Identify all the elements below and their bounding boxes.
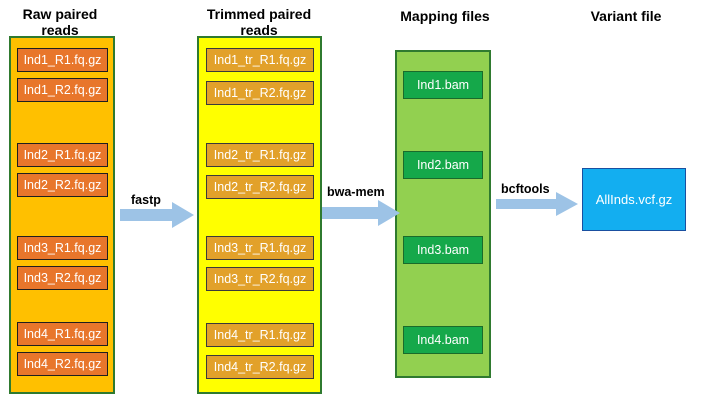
raw-file: Ind2_R2.fq.gz: [17, 173, 108, 197]
arrow-bwa-mem: [322, 200, 400, 226]
bam-file: Ind2.bam: [403, 151, 483, 179]
tool-label-bwa-mem: bwa-mem: [327, 185, 385, 199]
bam-file: Ind1.bam: [403, 71, 483, 99]
tool-label-bcftools: bcftools: [501, 182, 550, 196]
raw-file: Ind1_R1.fq.gz: [17, 48, 108, 72]
header-raw-line2: reads: [41, 22, 79, 38]
bam-file: Ind3.bam: [403, 236, 483, 264]
trimmed-file: Ind2_tr_R2.fq.gz: [206, 175, 314, 199]
raw-file: Ind4_R2.fq.gz: [17, 352, 108, 376]
trimmed-file: Ind3_tr_R1.fq.gz: [206, 236, 314, 260]
raw-file: Ind3_R1.fq.gz: [17, 236, 108, 260]
header-raw-reads: Raw paired reads: [8, 6, 112, 38]
header-trimmed-line2: reads: [240, 22, 278, 38]
raw-file: Ind2_R1.fq.gz: [17, 143, 108, 167]
tool-label-fastp: fastp: [131, 193, 161, 207]
raw-file: Ind4_R1.fq.gz: [17, 322, 108, 346]
raw-file: Ind1_R2.fq.gz: [17, 78, 108, 102]
header-trimmed-line1: Trimmed paired: [206, 6, 312, 22]
header-raw-line1: Raw paired: [22, 6, 98, 22]
trimmed-file: Ind4_tr_R2.fq.gz: [206, 355, 314, 379]
trimmed-file: Ind2_tr_R1.fq.gz: [206, 143, 314, 167]
trimmed-file: Ind1_tr_R1.fq.gz: [206, 48, 314, 72]
bam-file: Ind4.bam: [403, 326, 483, 354]
header-trimmed-reads: Trimmed paired reads: [196, 6, 322, 38]
trimmed-file: Ind4_tr_R1.fq.gz: [206, 323, 314, 347]
arrow-bcftools: [496, 192, 578, 216]
variant-file-box: AllInds.vcf.gz: [582, 168, 686, 231]
trimmed-file: Ind3_tr_R2.fq.gz: [206, 267, 314, 291]
header-mapping-files: Mapping files: [400, 8, 490, 24]
mapping-files-column: [395, 50, 491, 378]
header-variant-file: Variant file: [590, 8, 662, 24]
raw-file: Ind3_R2.fq.gz: [17, 266, 108, 290]
trimmed-file: Ind1_tr_R2.fq.gz: [206, 81, 314, 105]
arrow-fastp: [120, 202, 194, 228]
